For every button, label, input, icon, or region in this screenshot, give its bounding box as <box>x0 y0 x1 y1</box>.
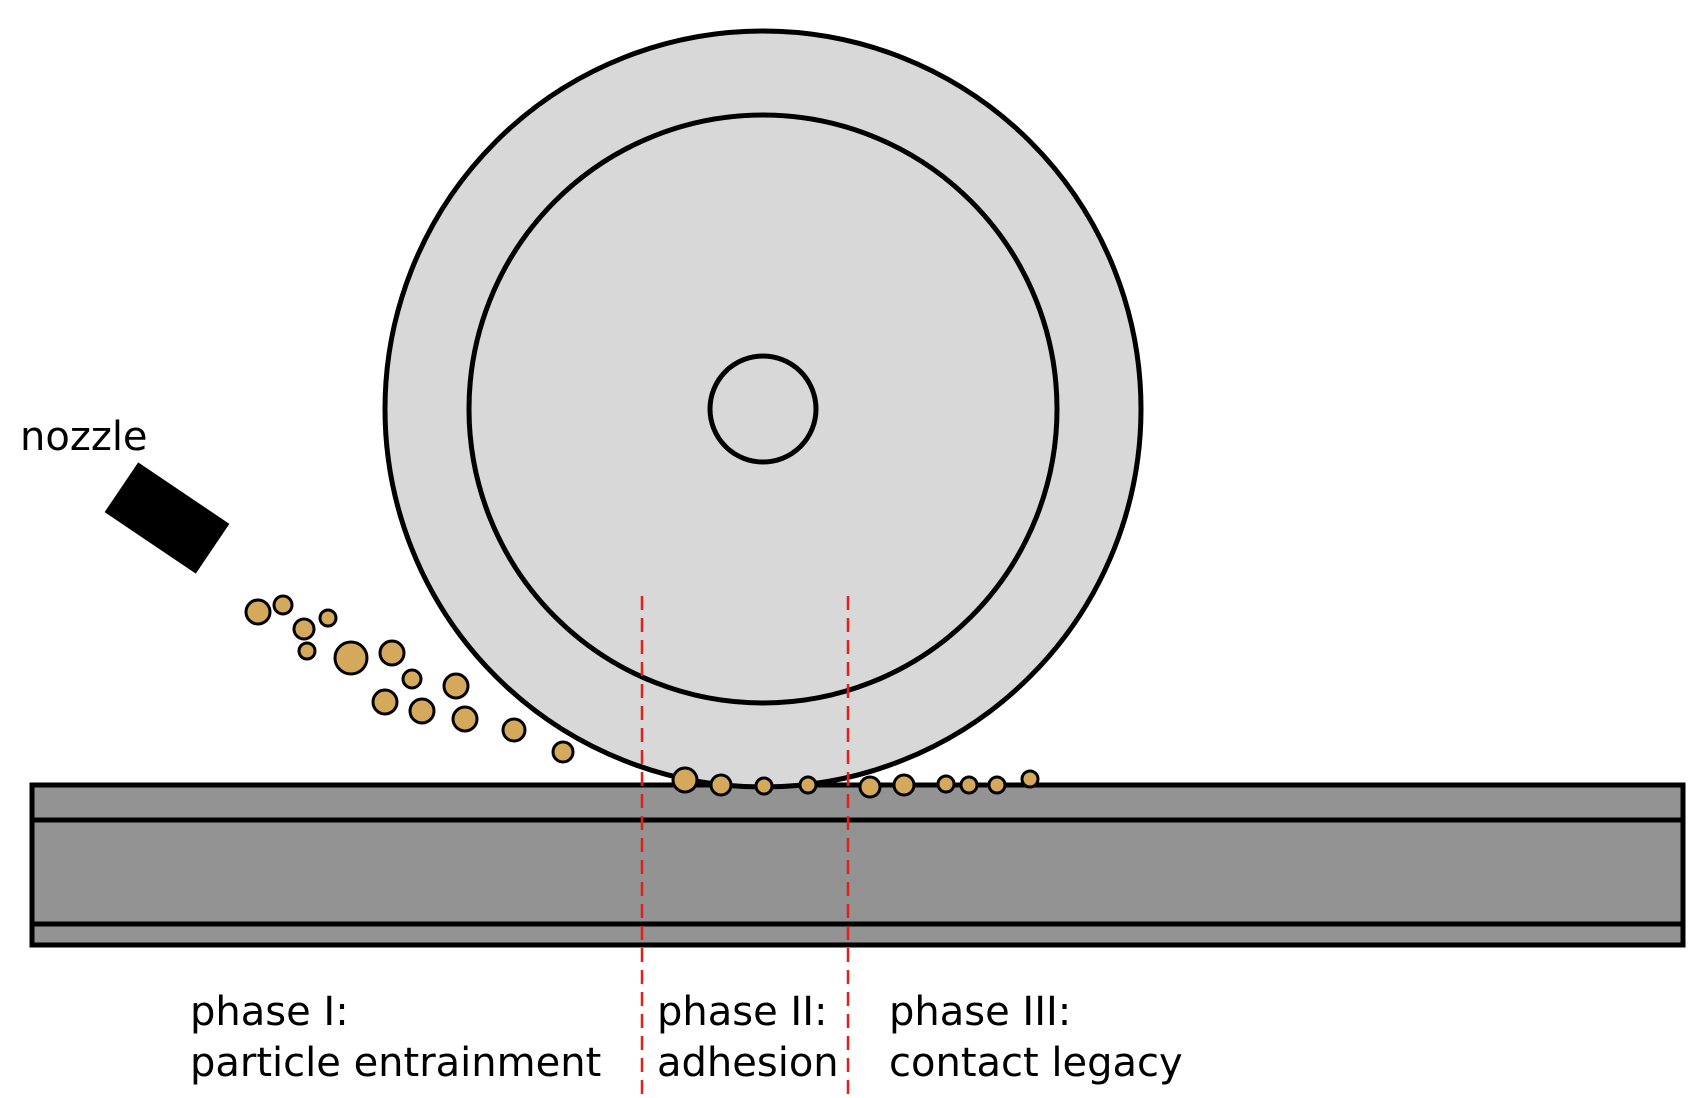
particle <box>408 697 436 725</box>
particle <box>401 668 423 690</box>
phase3-description: contact legacy <box>889 1040 1183 1086</box>
particle <box>959 775 979 795</box>
particle <box>297 641 317 661</box>
wheel <box>382 28 1144 790</box>
particle <box>671 766 699 794</box>
nozzle-icon <box>104 462 230 574</box>
particle <box>272 594 294 616</box>
particle <box>292 617 316 641</box>
particle <box>451 705 479 733</box>
particle <box>244 598 272 626</box>
phase2-title: phase II: <box>657 989 828 1035</box>
particle <box>501 717 527 743</box>
particle <box>936 774 956 794</box>
particles-on-rail <box>671 766 1040 799</box>
particle <box>318 608 338 628</box>
rail-body <box>29 782 1686 948</box>
particle <box>858 775 882 799</box>
phase1-description: particle entrainment <box>190 1040 601 1086</box>
wheel-hub-circle <box>707 353 819 465</box>
particle <box>371 688 399 716</box>
rail <box>29 782 1686 948</box>
particle <box>378 639 406 667</box>
particle <box>892 773 916 797</box>
particle <box>551 740 575 764</box>
particle <box>798 775 818 795</box>
phase1-title: phase I: <box>190 989 349 1035</box>
phase2-description: adhesion <box>657 1040 839 1086</box>
particle <box>709 773 733 797</box>
phase3-title: phase III: <box>889 989 1071 1035</box>
particle-stream <box>244 594 575 764</box>
nozzle-label: nozzle <box>20 414 148 460</box>
particle <box>1020 769 1040 789</box>
particle <box>333 640 369 676</box>
particle <box>987 775 1007 795</box>
particle <box>754 776 774 796</box>
particle <box>442 672 470 700</box>
